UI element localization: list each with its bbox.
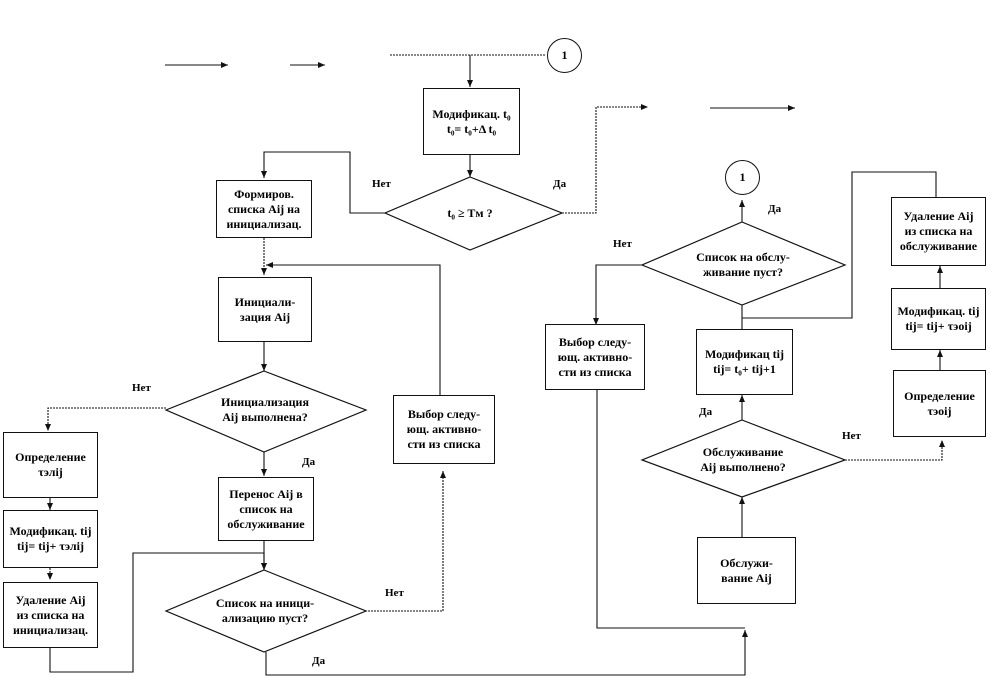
box-mod-tij-right-line1: Модификац. tij — [897, 304, 980, 318]
arrow-loop-init — [266, 262, 441, 395]
diamond-list-serv-empty-line1: Список на обслу- — [696, 250, 790, 264]
diamond-serv-done-line1: Обслуживание — [702, 445, 784, 459]
box-init: Инициали- зация Aij — [218, 277, 312, 342]
box-mod-t0-line1: Модификац. t₀ — [432, 106, 511, 121]
box-def-tau-left: Определение τэлij — [3, 432, 98, 498]
box-form-list: Формиров. списка Aij на инициализац. — [216, 180, 312, 238]
connector-right-label: 1 — [739, 170, 746, 184]
connector-right-circle: 1 — [725, 160, 760, 195]
label-list-init-no: Нет — [385, 587, 404, 599]
box-del-left-line3: инициализац. — [12, 622, 89, 637]
diamond-init-done-text: Инициализация Aij выполнена? — [198, 393, 332, 427]
box-select-right-line2: ющ. активно- — [557, 349, 633, 364]
diamond-cond-t0-line1: t₀ ≥ Tм ? — [447, 205, 493, 220]
diamond-init-done — [164, 370, 368, 453]
diamond-list-serv-empty-text: Список на обслу- живание пуст? — [676, 248, 810, 282]
box-mod-tij-center: Модификац tij tij= t₀+ tij+1 — [696, 329, 793, 395]
box-mod-tij-right-line2: tij= tij+ τэоij — [905, 319, 972, 333]
label-serv-done-yes: Да — [699, 406, 713, 418]
diamond-cond-t0-text: t₀ ≥ Tм ? — [415, 200, 525, 226]
box-form-list-line2: списка Aij на — [227, 201, 301, 216]
connector-top-circle: 1 — [547, 38, 582, 73]
diamond-list-serv-empty-line2: живание пуст? — [702, 265, 783, 279]
box-mod-tij-left: Модификац. tij tij= tij+ τэлij — [3, 510, 98, 568]
box-select-mid-line3: сти из списка — [407, 437, 481, 451]
box-service: Обслужи- вание Aij — [697, 537, 796, 604]
box-transfer: Перенос Aij в список на обслуживание — [218, 477, 314, 541]
arrow-cond-yes — [562, 104, 648, 214]
diamond-list-init-empty-line2: ализацию пуст? — [221, 611, 309, 625]
label-cond-no: Нет — [372, 178, 391, 190]
line-select-right-loop — [596, 390, 745, 629]
label-cond-yes: Да — [553, 178, 567, 190]
box-form-list-line3: инициализац. — [226, 216, 302, 231]
box-del-right-line1: Удаление Aij — [903, 209, 974, 223]
label-serv-empty-yes: Да — [768, 203, 782, 215]
diamond-list-serv-empty — [640, 221, 847, 306]
connector-top-label: 1 — [561, 48, 568, 62]
box-transfer-line2: список на — [239, 501, 293, 516]
box-select-right-line1: Выбор следу- — [558, 334, 632, 349]
label-serv-done-no: Нет — [842, 430, 861, 442]
diamond-cond-t0 — [383, 176, 564, 251]
arrow-cond-no — [261, 151, 385, 214]
box-form-list-line1: Формиров. — [234, 186, 294, 201]
box-service-line2: вание Aij — [721, 570, 772, 585]
box-select-right-line3: сти из списка — [558, 364, 632, 379]
line-del-right-loop — [742, 171, 937, 319]
box-select-mid: Выбор следу- ющ. активно- сти из списка — [393, 395, 495, 464]
arrow-init-no — [45, 407, 166, 431]
box-mod-tij-center-line1: Модификац tij — [705, 347, 784, 361]
box-mod-tij-left-line2: tij= tij+ τэлij — [17, 539, 84, 553]
diamond-list-init-empty-text: Список на иници- ализацию пуст? — [198, 594, 332, 628]
box-del-right: Удаление Aij из списка на обслуживание — [891, 197, 986, 266]
box-mod-tij-right: Модификац. tij tij= tij+ τэоij — [891, 288, 986, 350]
box-def-tau-right: Определение τэоij — [893, 370, 986, 437]
diamond-serv-done-text: Обслуживание Aij выполнено? — [676, 443, 810, 477]
box-init-line1: Инициали- — [234, 294, 296, 309]
label-list-init-yes: Да — [312, 655, 326, 667]
arrow-list-init-yes — [265, 630, 748, 676]
diamond-serv-done-line2: Aij выполнено? — [700, 460, 786, 474]
label-init-yes: Да — [302, 456, 316, 468]
label-init-no: Нет — [132, 382, 151, 394]
label-serv-empty-no: Нет — [613, 238, 632, 250]
box-del-right-line3: обслуживание — [899, 239, 978, 253]
diamond-list-init-empty-line1: Список на иници- — [215, 596, 315, 610]
arrow-serv-empty-no — [593, 264, 642, 325]
box-mod-t0: Модификац. t₀ t₀= t₀+Δ t₀ — [423, 88, 520, 155]
diamond-init-done-line1: Инициализация — [221, 395, 309, 409]
box-select-mid-line1: Выбор следу- — [407, 407, 481, 421]
arrow-list-init-no — [365, 471, 446, 612]
box-mod-tij-center-line2: tij= t₀+ tij+1 — [713, 362, 776, 376]
box-select-right: Выбор следу- ющ. активно- сти из списка — [545, 324, 645, 390]
box-transfer-line1: Перенос Aij в — [229, 486, 303, 501]
box-select-mid-line2: ющ. активно- — [406, 422, 482, 436]
box-service-line1: Обслужи- — [720, 555, 773, 570]
diamond-init-done-line2: Aij выполнена? — [222, 410, 308, 424]
box-def-tau-right-line1: Определение — [904, 388, 975, 403]
box-del-left-line1: Удаление Aij — [15, 592, 86, 607]
box-del-left: Удаление Aij из списка на инициализац. — [3, 582, 98, 648]
box-del-right-line2: из списка на — [904, 224, 973, 238]
box-def-tau-left-line2: τэлij — [38, 465, 63, 479]
arrow-serv-done-no — [845, 440, 945, 461]
diamond-serv-done — [640, 419, 847, 498]
diamond-list-init-empty — [164, 569, 368, 653]
box-def-tau-right-line2: τэоij — [927, 403, 952, 418]
box-del-left-line2: из списка на — [16, 607, 85, 622]
box-mod-t0-line2: t₀= t₀+Δ t₀ — [446, 121, 497, 136]
box-init-line2: зация Aij — [239, 309, 291, 324]
box-def-tau-left-line1: Определение — [15, 450, 86, 464]
box-mod-tij-left-line1: Модификац. tij — [9, 524, 92, 538]
box-transfer-line3: обслуживание — [227, 516, 305, 531]
